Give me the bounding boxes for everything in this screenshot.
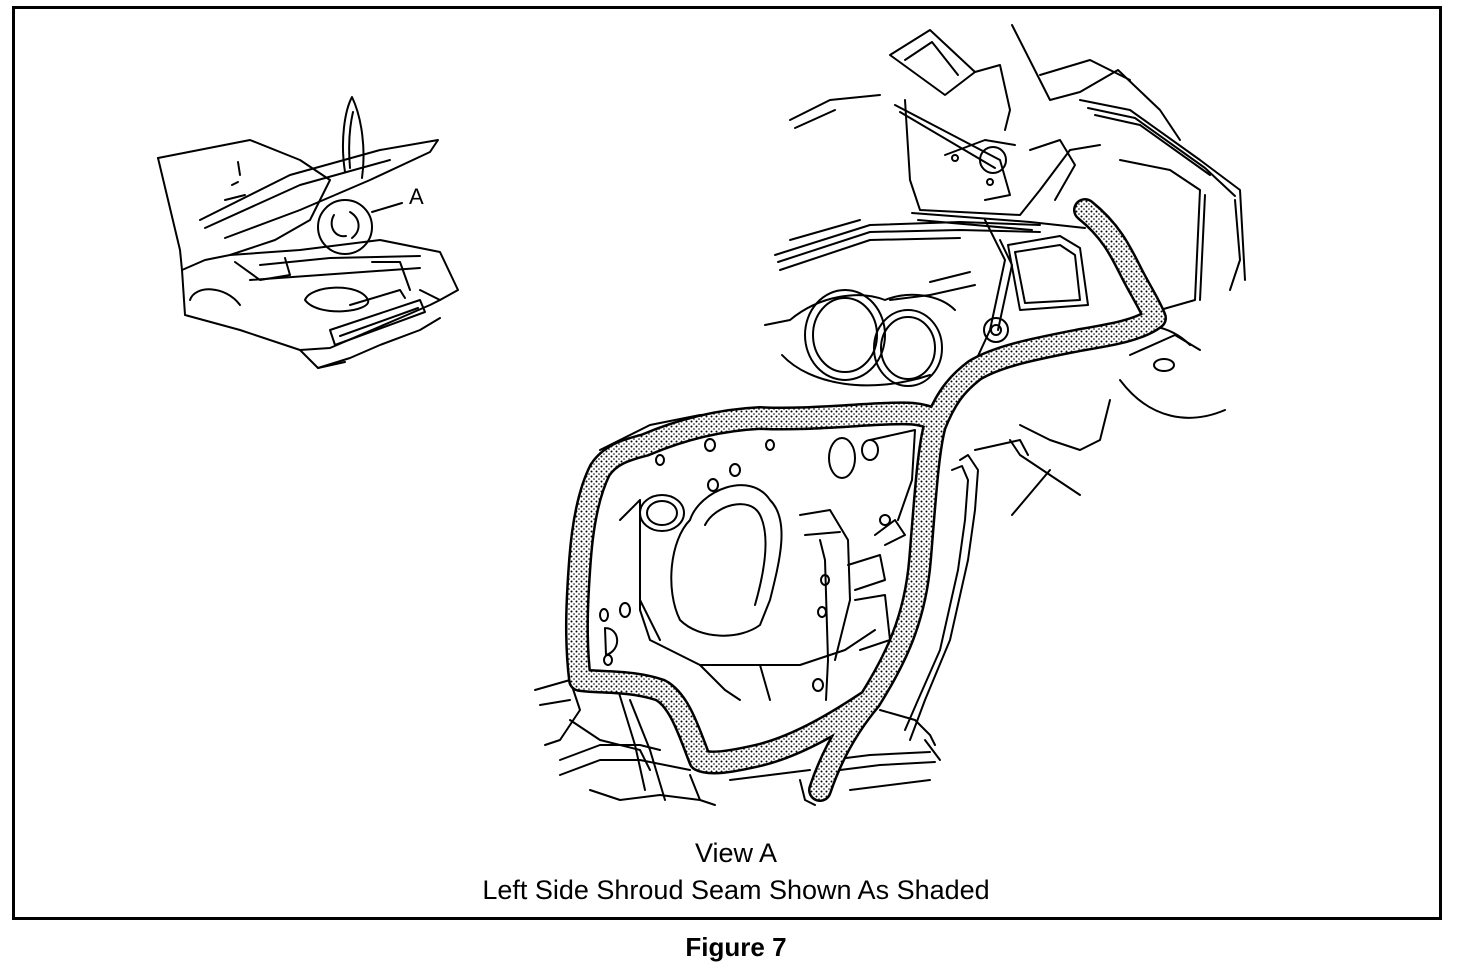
view-description: Left Side Shroud Seam Shown As Shaded [482,875,990,905]
callout-label-a: A [409,184,424,209]
shroud-view-a-drawing [534,24,1246,806]
figure-label: Figure 7 [685,932,787,962]
vehicle-overview-drawing [157,96,459,369]
view-title: View A [694,838,778,868]
shroud-seam-shading-fill [567,200,1165,800]
figure-frame [12,6,1442,920]
